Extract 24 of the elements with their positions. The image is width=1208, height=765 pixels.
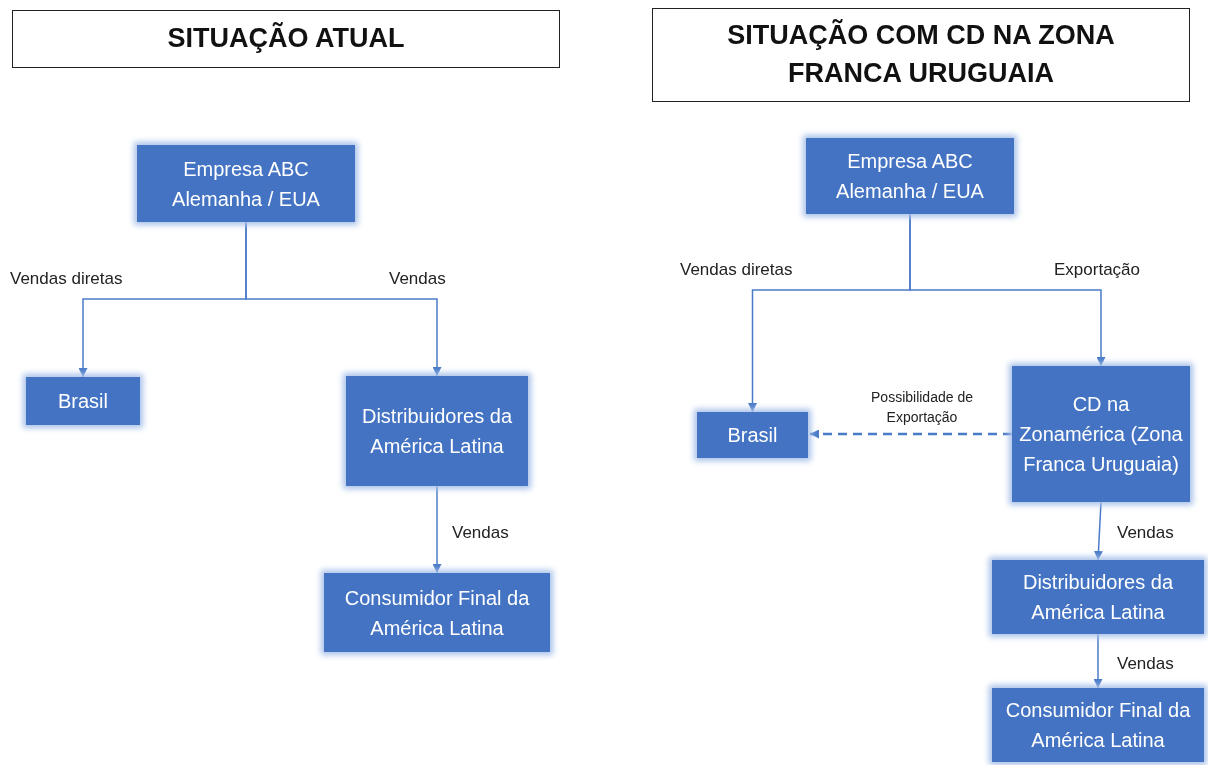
process-box: Distribuidores da América Latina [346, 376, 528, 486]
process-box: Brasil [26, 377, 140, 425]
edge-label: Vendas [1117, 654, 1174, 674]
arrow [245, 221, 442, 377]
arrow [909, 213, 1106, 367]
arrow [1093, 633, 1103, 689]
edge-label: Vendas [452, 523, 509, 543]
process-box: Empresa ABC Alemanha / EUA [137, 145, 355, 222]
process-box: Consumidor Final da América Latina [992, 688, 1204, 762]
edge-label: Vendas [1117, 523, 1174, 543]
arrow [432, 485, 442, 574]
process-box: Empresa ABC Alemanha / EUA [806, 138, 1014, 214]
process-box: Brasil [697, 412, 808, 458]
dashed-arrow [810, 429, 1012, 439]
edge-label: Vendas diretas [680, 260, 793, 280]
edge-label: Exportação [1054, 260, 1140, 280]
arrow [1093, 501, 1103, 561]
process-box: CD na Zonamérica (Zona Franca Uruguaia) [1012, 366, 1190, 502]
edge-label: Vendas diretas [10, 269, 123, 289]
edge-label: Vendas [389, 269, 446, 289]
title-box: SITUAÇÃO COM CD NA ZONA FRANCA URUGUAIA [652, 8, 1190, 102]
title-box: SITUAÇÃO ATUAL [12, 10, 560, 68]
process-box: Consumidor Final da América Latina [324, 573, 550, 652]
process-box: Distribuidores da América Latina [992, 560, 1204, 634]
